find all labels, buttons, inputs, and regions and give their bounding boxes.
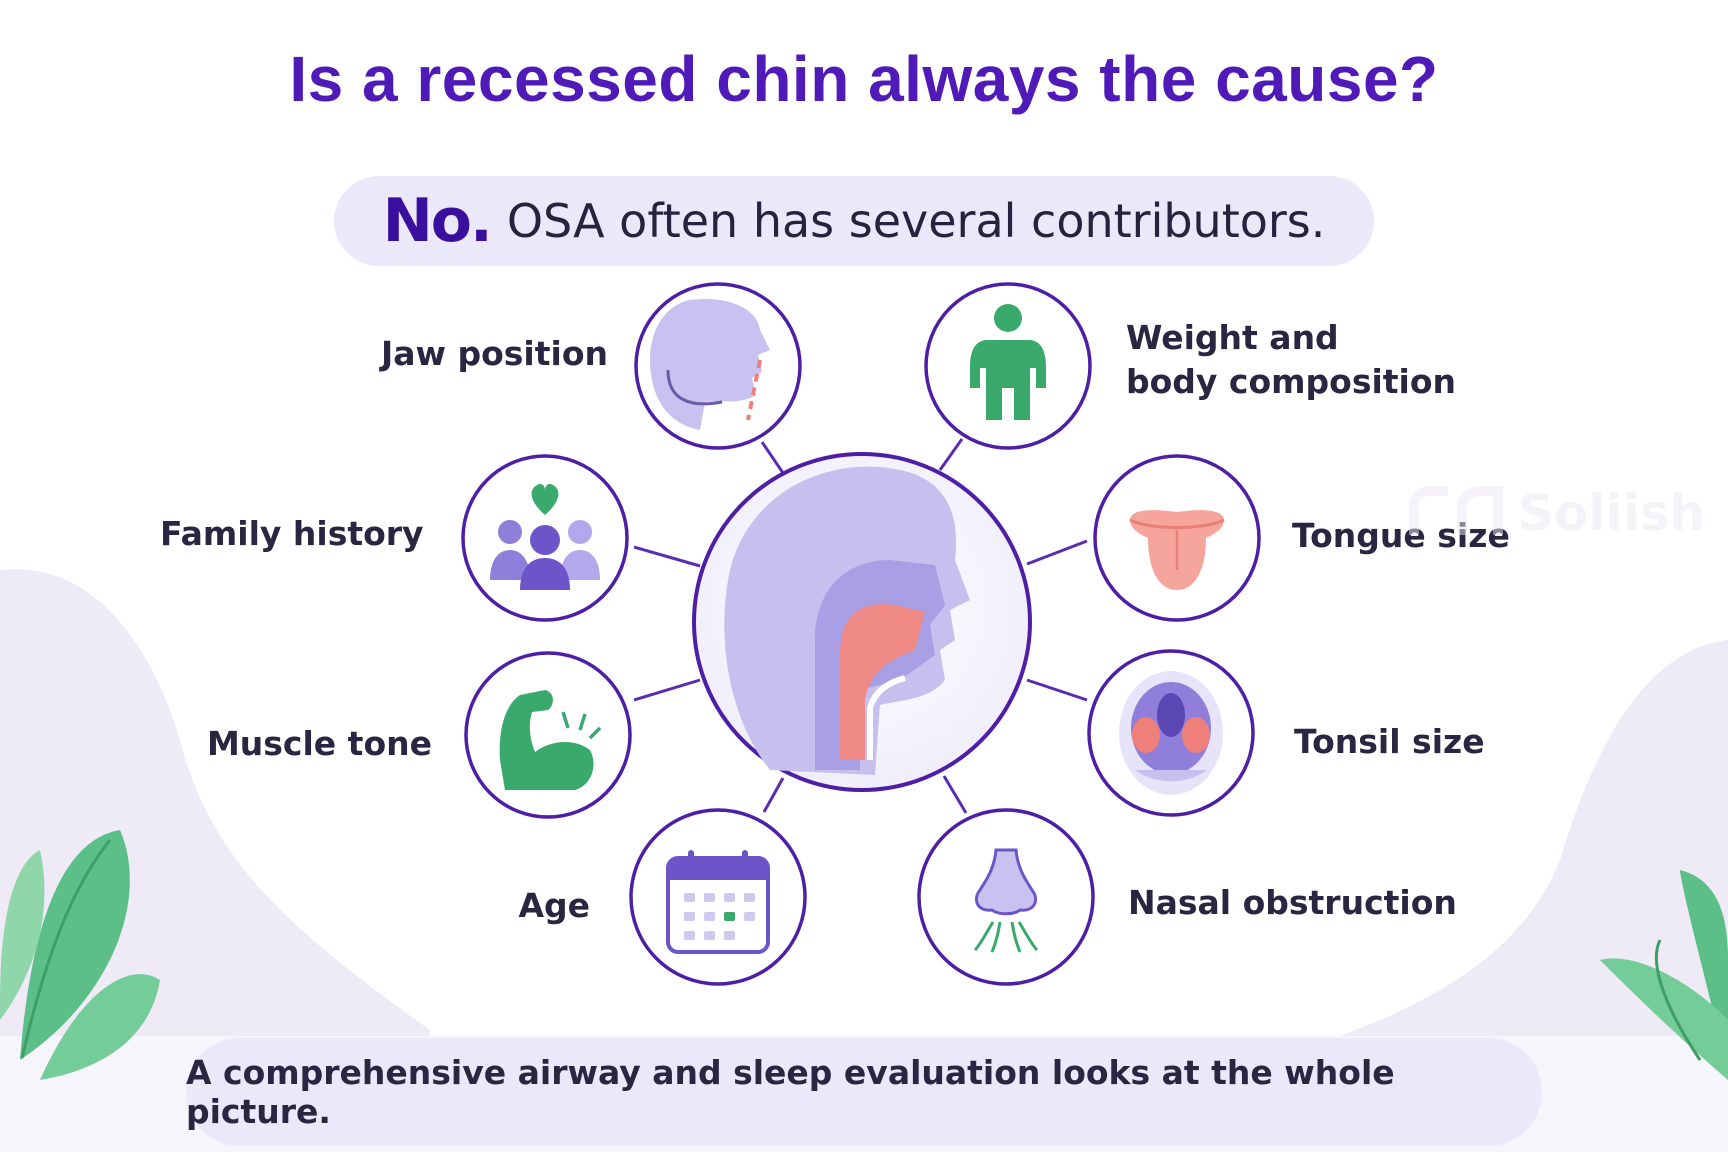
- connector-jaw: [760, 441, 785, 474]
- factor-label-muscle: Muscle tone: [206, 724, 432, 763]
- factor-label-tonsil: Tonsil size: [1294, 722, 1485, 761]
- factor-circle-jaw: [634, 282, 802, 450]
- right-leaf-icon: [1600, 870, 1728, 1080]
- tongue-icon: [1129, 510, 1225, 590]
- factor-label-weight: Weight and body composition: [1126, 316, 1456, 404]
- connector-family: [633, 545, 701, 568]
- connector-weight: [938, 438, 964, 471]
- flexed-arm-icon: [499, 690, 602, 790]
- right-blob: [1300, 640, 1728, 1152]
- head-airway-icon: [724, 466, 970, 775]
- factor-label-nasal: Nasal obstruction: [1128, 883, 1457, 922]
- factor-circle-weight: [924, 282, 1092, 450]
- answer-emphasis: No.: [382, 186, 493, 256]
- footer-pill: A comprehensive airway and sleep evaluat…: [186, 1038, 1542, 1146]
- logo-icon: [1409, 486, 1503, 535]
- watermark: Soliish: [1408, 484, 1705, 542]
- nose-airflow-icon: [973, 848, 1039, 953]
- family-heart-icon: [490, 483, 600, 590]
- factor-circle-muscle: [464, 651, 632, 819]
- page-title: Is a recessed chin always the cause?: [289, 43, 1439, 115]
- connector-lines: [633, 438, 1088, 814]
- answer-pill: No. OSA often has several contributors.: [334, 176, 1374, 266]
- factor-circle-family: [461, 454, 629, 622]
- answer-text: OSA often has several contributors.: [506, 194, 1326, 248]
- watermark-text: Soliish: [1518, 484, 1706, 542]
- factor-label-weight-line1: Weight and: [1126, 318, 1339, 357]
- footer-text: A comprehensive airway and sleep evaluat…: [186, 1053, 1395, 1131]
- connector-nasal: [942, 775, 968, 814]
- connector-tongue: [1026, 539, 1088, 566]
- factor-circle-nasal: [917, 808, 1095, 986]
- factor-label-age: Age: [518, 886, 590, 925]
- factor-label-tongue: Tongue size: [1292, 516, 1510, 555]
- connector-tonsil: [1026, 678, 1088, 702]
- factor-label-jaw: Jaw position: [380, 334, 608, 373]
- jaw-profile-icon: [650, 299, 770, 430]
- body-figure-icon: [970, 304, 1046, 420]
- factor-circle-age: [629, 808, 807, 986]
- factor-circle-tongue: [1093, 454, 1261, 622]
- factor-circle-tonsil: [1087, 649, 1255, 817]
- factor-label-weight-line2: body composition: [1126, 362, 1457, 401]
- calendar-icon: [666, 850, 770, 954]
- tonsils-icon: [1119, 671, 1223, 795]
- connector-age: [762, 777, 785, 813]
- connector-muscle: [633, 678, 701, 702]
- factor-label-family: Family history: [160, 514, 424, 553]
- center-hub: [692, 452, 1032, 792]
- left-leaf-icon: [0, 830, 160, 1080]
